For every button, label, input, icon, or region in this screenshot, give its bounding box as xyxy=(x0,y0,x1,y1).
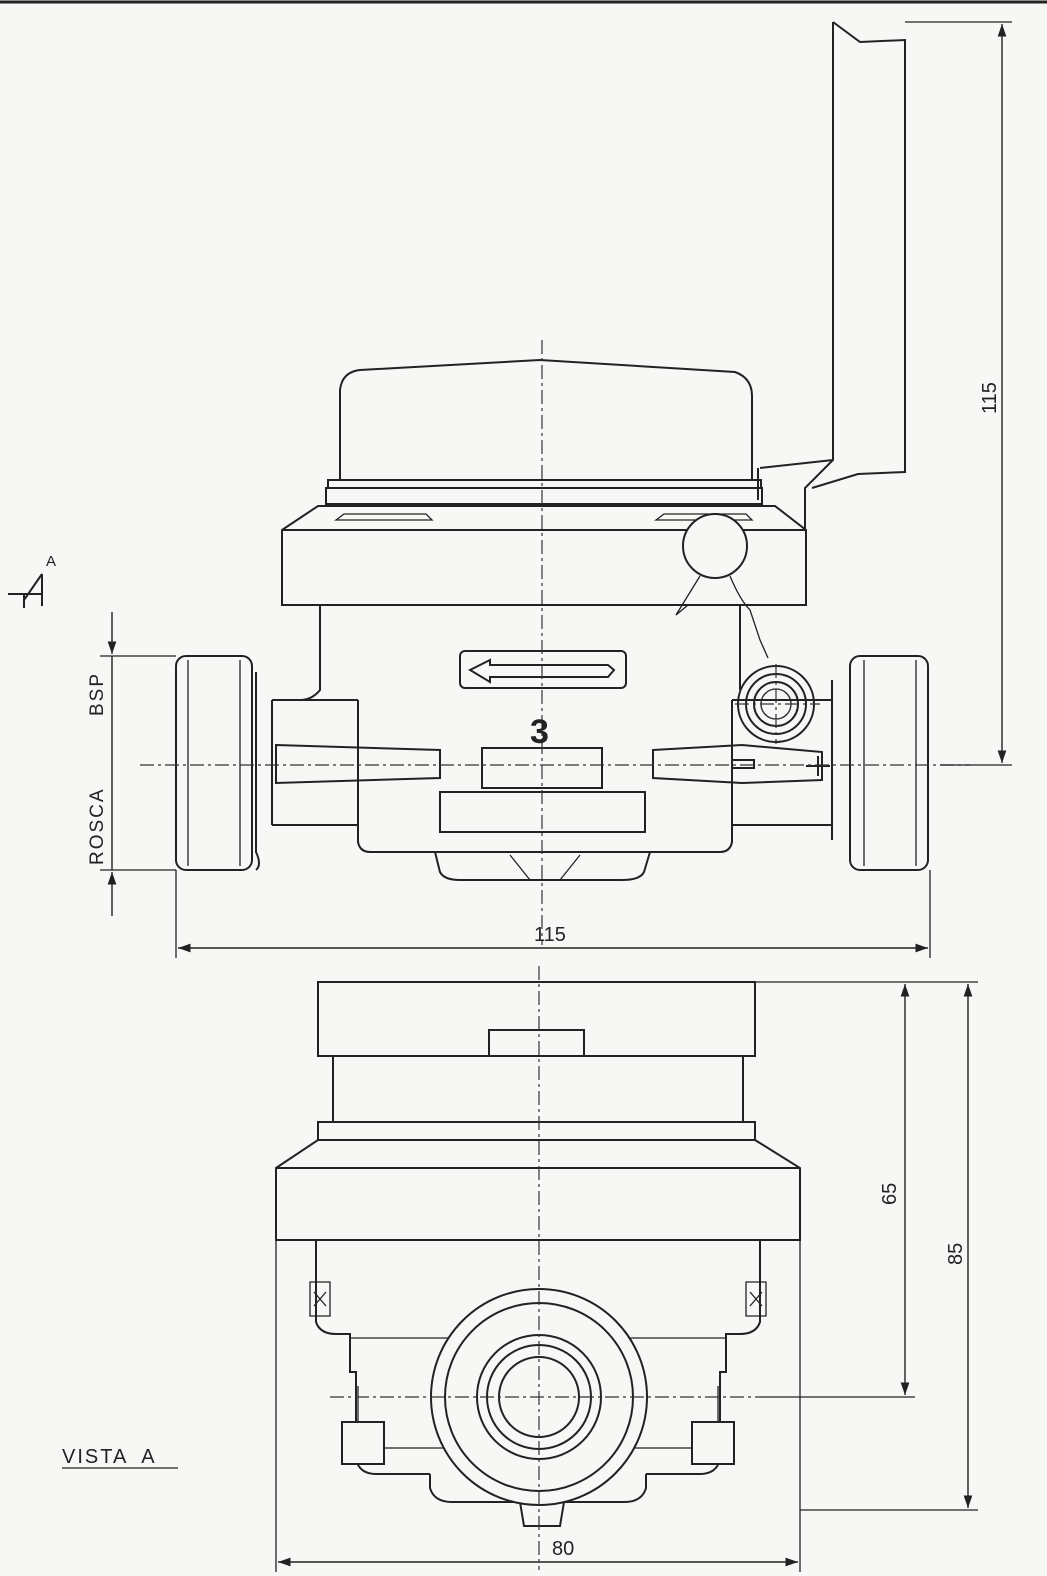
section-marker-letter: A xyxy=(46,553,56,570)
view-title-text: VISTA A xyxy=(62,1446,157,1468)
dim-85-label: 85 xyxy=(945,1243,967,1265)
dim-width-top-label: 115 xyxy=(534,924,566,946)
meter-housing xyxy=(272,605,741,881)
flange xyxy=(275,1139,801,1241)
thread-label-rosca: ROSCA xyxy=(87,787,108,865)
dimension-80: 80 xyxy=(275,1240,801,1572)
section-marker: A xyxy=(8,553,56,608)
flow-number: 3 xyxy=(530,713,549,751)
cover-top xyxy=(317,981,756,1057)
thread-label-bsp: BSP xyxy=(87,672,108,716)
dim-65-label: 65 xyxy=(879,1183,901,1205)
dim-80-label: 80 xyxy=(552,1538,574,1560)
dim-height-top-label: 115 xyxy=(979,382,1001,414)
view-title: VISTA A xyxy=(62,1446,178,1469)
outlet-connection xyxy=(652,655,929,871)
dimension-85: 85 xyxy=(800,981,978,1511)
dimension-65: 65 xyxy=(755,981,915,1398)
view-a xyxy=(275,966,801,1570)
front-view: 3 xyxy=(140,21,970,945)
register-lid xyxy=(757,21,906,530)
dimension-height-115: 115 xyxy=(905,21,1012,766)
dimension-width-115: 115 xyxy=(175,870,931,958)
thread-dimension: ROSCA BSP xyxy=(87,612,176,916)
register-body xyxy=(281,505,807,659)
inlet-connection xyxy=(175,655,441,871)
dome-cover xyxy=(325,358,763,505)
